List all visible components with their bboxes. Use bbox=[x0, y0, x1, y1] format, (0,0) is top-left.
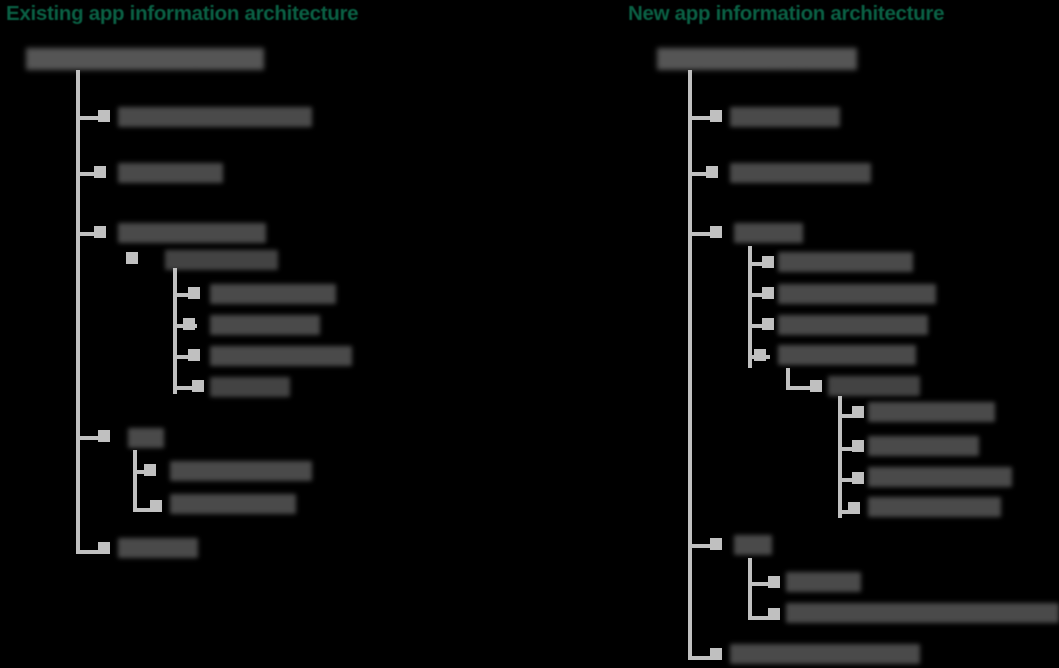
existing-architecture-column: Existing app information architecture Ex… bbox=[6, 2, 359, 558]
connector bbox=[688, 172, 716, 176]
existing-node-support: Support bbox=[118, 538, 198, 558]
new-node-contact-details: Contact details bbox=[778, 284, 936, 304]
new-node-tips-recommendations: Tips and recommendations content bbox=[786, 603, 1059, 623]
new-node-profile-faqs: Profile FAQs bbox=[868, 467, 1012, 487]
tree-node-marker bbox=[94, 226, 106, 238]
tree-node-marker bbox=[192, 380, 204, 392]
new-node-support-contact: Support and contact bbox=[730, 644, 920, 664]
tree-node-marker bbox=[183, 318, 195, 330]
connector bbox=[838, 447, 860, 451]
connector bbox=[748, 324, 770, 328]
tree-node-marker bbox=[762, 287, 774, 299]
connector bbox=[173, 355, 197, 359]
connector bbox=[748, 293, 770, 297]
new-node-contact-preferences: Contact preferences bbox=[778, 315, 928, 335]
connector bbox=[748, 616, 774, 620]
connector bbox=[688, 656, 716, 660]
tree-node-marker bbox=[188, 349, 200, 361]
tree-node-marker bbox=[762, 318, 774, 330]
tree-node-marker bbox=[144, 464, 156, 476]
new-architecture-column: New app information architecture New app… bbox=[620, 0, 1059, 668]
existing-pdp-subtrunk bbox=[133, 450, 137, 512]
connector bbox=[688, 544, 716, 548]
new-column-title: New app information architecture bbox=[628, 2, 945, 25]
new-node-articles: Articles bbox=[786, 572, 861, 592]
connector bbox=[76, 550, 104, 554]
new-profile-subtrunk bbox=[748, 246, 752, 368]
connector bbox=[688, 116, 716, 120]
tree-node-marker bbox=[98, 542, 110, 554]
connector bbox=[688, 232, 716, 236]
tree-node-marker bbox=[848, 502, 860, 514]
tree-node-marker bbox=[126, 252, 138, 264]
tree-node-marker bbox=[810, 380, 822, 392]
tree-node-marker bbox=[98, 110, 110, 122]
existing-node-contact-details: Contact details bbox=[118, 107, 312, 127]
existing-column-title: Existing app information architecture bbox=[6, 2, 359, 25]
existing-node-my-account: My account bbox=[118, 223, 266, 243]
tree-node-marker bbox=[852, 440, 864, 452]
existing-node-tips-articles: Tips (Articles) bbox=[170, 494, 296, 514]
connector bbox=[173, 293, 197, 297]
new-node-booking-flow: Booking flow bbox=[730, 163, 871, 183]
new-node-pdp: PDP bbox=[734, 535, 772, 555]
connector-vertical bbox=[786, 368, 790, 390]
connector bbox=[838, 414, 860, 418]
new-pdp-subtrunk bbox=[748, 558, 752, 620]
connector bbox=[76, 172, 104, 176]
existing-node-account: Account bbox=[165, 250, 278, 270]
tree-node-marker bbox=[706, 166, 718, 178]
connector bbox=[838, 478, 860, 482]
tree-node-marker bbox=[188, 287, 200, 299]
existing-node-manage-account: Manage account bbox=[170, 461, 312, 481]
new-node-get-support: Get support bbox=[868, 497, 1001, 517]
tree-node-marker bbox=[852, 406, 864, 418]
connector bbox=[76, 436, 104, 440]
new-node-view-details: View details bbox=[868, 402, 995, 422]
tree-node-marker bbox=[852, 472, 864, 484]
tree-node-marker bbox=[150, 500, 162, 512]
existing-node-book-date: Book date bbox=[118, 163, 223, 183]
tree-node-marker bbox=[768, 608, 780, 620]
new-node-your-account: Your account bbox=[778, 345, 916, 365]
new-node-account: Account bbox=[828, 376, 920, 396]
new-node-profile: Profile bbox=[734, 223, 803, 243]
new-account-subtrunk bbox=[838, 396, 842, 518]
tree-node-marker bbox=[98, 430, 110, 442]
connector bbox=[133, 508, 155, 512]
existing-node-view-details: View details bbox=[210, 284, 336, 304]
connector bbox=[748, 582, 774, 586]
existing-node-support-sub: Support bbox=[210, 377, 290, 397]
new-root-label: New app homepage bbox=[657, 48, 857, 70]
existing-node-pdp: PDP bbox=[128, 428, 164, 448]
connector bbox=[748, 262, 770, 266]
new-node-manage-account: Manage account bbox=[778, 252, 913, 272]
tree-node-marker bbox=[94, 166, 106, 178]
tree-node-marker bbox=[762, 256, 774, 268]
tree-node-marker bbox=[710, 648, 722, 660]
new-node-promotions-sub: Promotions bbox=[868, 436, 979, 456]
tree-node-marker bbox=[710, 226, 722, 238]
existing-root-label: Existing app homepage bbox=[26, 48, 264, 70]
connector bbox=[76, 116, 104, 120]
tree-node-marker bbox=[768, 576, 780, 588]
existing-node-account-faq: Account FAQ bbox=[210, 346, 352, 366]
new-trunk-line bbox=[688, 70, 692, 658]
new-node-promotions: Promotions bbox=[730, 107, 840, 127]
existing-node-promotions: Promotions bbox=[210, 315, 320, 335]
tree-node-marker bbox=[754, 349, 766, 361]
tree-node-marker bbox=[710, 110, 722, 122]
tree-node-marker bbox=[710, 538, 722, 550]
existing-trunk-line bbox=[76, 70, 80, 554]
existing-account-subtrunk bbox=[173, 268, 177, 394]
connector bbox=[76, 232, 104, 236]
connector bbox=[173, 386, 197, 390]
connector bbox=[786, 386, 818, 390]
